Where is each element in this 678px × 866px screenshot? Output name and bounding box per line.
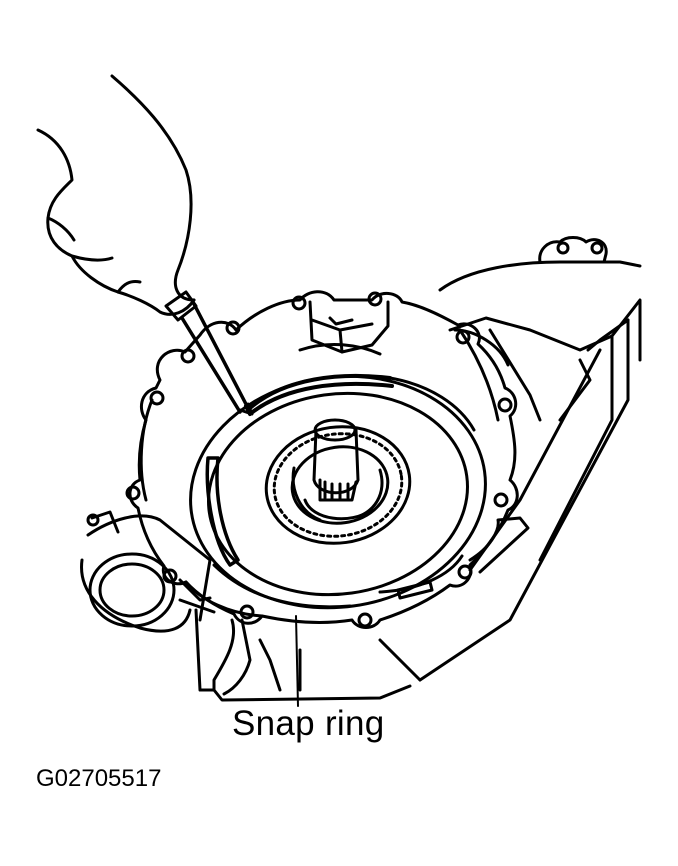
hand-with-screwdriver	[36, 74, 254, 416]
bell-housing	[125, 290, 530, 629]
callout-leader-line	[295, 615, 299, 707]
snap-ring-label: Snap ring	[232, 704, 385, 743]
transmission-case	[418, 236, 642, 682]
figure-code: G02705517	[36, 765, 162, 792]
lower-housing	[80, 510, 422, 702]
case-boss	[298, 300, 390, 356]
clutch-drum	[189, 373, 487, 610]
input-shaft-hub	[264, 418, 412, 545]
